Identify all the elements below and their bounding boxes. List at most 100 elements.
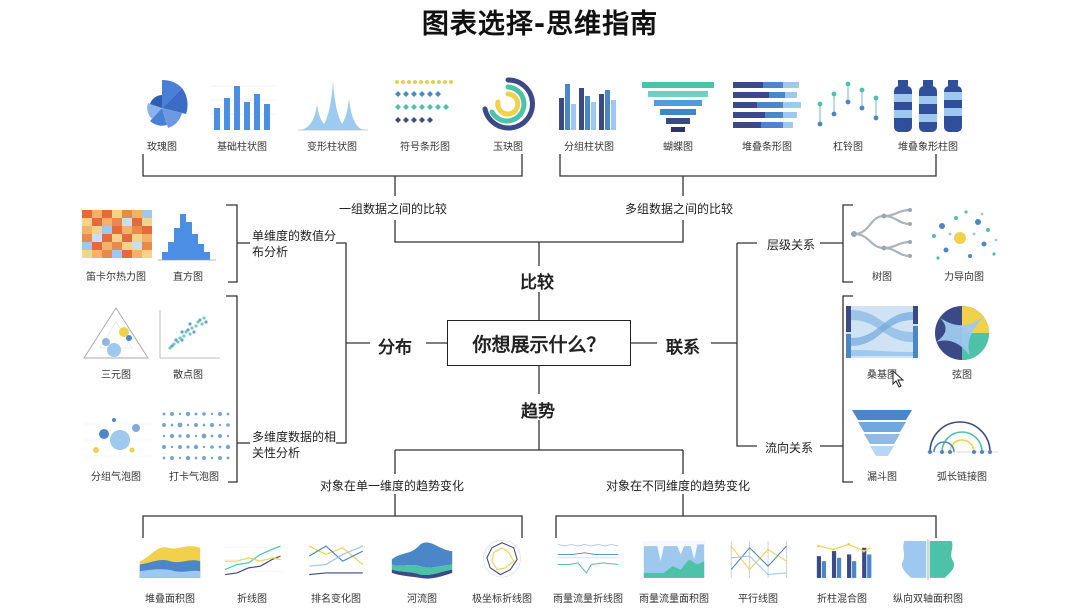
chart-item-parallel: 平行线图 — [716, 536, 800, 605]
chart-item-stack-hbar: 堆叠条形图 — [725, 74, 809, 153]
chart-item-bar-line: 折柱混合图 — [800, 536, 884, 605]
chart-item-symbol-bar: 符号条形图 — [383, 74, 467, 153]
branch-compare: 比较 — [520, 273, 554, 293]
caption-rain-area: 雨量流量面积图 — [639, 594, 709, 605]
tree-chart-icon — [851, 208, 912, 258]
sub-hierarchy: 层级关系 — [767, 238, 816, 252]
stack-area-icon — [139, 546, 201, 578]
chart-item-polar-line: 极坐标折线图 — [460, 536, 544, 605]
caption-parallel: 平行线图 — [738, 594, 778, 605]
chart-item-scatter: 散点图 — [146, 302, 230, 381]
mouse-cursor-icon — [892, 370, 905, 388]
parallel-line-icon — [730, 541, 787, 578]
caption-bar-line: 折柱混合图 — [817, 594, 867, 605]
chart-item-arc: 弧长链接图 — [920, 404, 1004, 483]
bar-chart-icon — [210, 85, 276, 130]
stack-shape-icon — [894, 80, 962, 132]
chart-item-tree: 树图 — [840, 204, 924, 283]
histogram-icon — [158, 214, 216, 261]
chord-chart-icon — [935, 306, 989, 360]
sub-multi-group: 多组数据之间的比较 — [625, 202, 734, 216]
caption-dual-area: 纵向双轴面积图 — [893, 594, 963, 605]
chart-item-histogram: 直方图 — [146, 204, 230, 283]
force-graph-icon — [932, 210, 998, 260]
chart-item-sankey: 桑基图 — [840, 302, 924, 381]
branch-distribution: 分布 — [378, 338, 412, 358]
chart-item-stack-area: 堆叠面积图 — [128, 536, 212, 605]
line-chart-icon — [223, 545, 283, 576]
chart-item-group-bar: 分组柱状图 — [547, 74, 631, 153]
chart-item-rose: 玫瑰图 — [120, 74, 204, 153]
caption-group-bar: 分组柱状图 — [564, 142, 614, 153]
caption-stack-shape: 堆叠象形柱图 — [898, 142, 958, 153]
chart-item-force: 力导向图 — [922, 204, 1006, 283]
chart-item-funnel: 漏斗图 — [840, 404, 924, 483]
caption-group-bubble: 分组气泡图 — [91, 472, 141, 483]
chart-item-ternary: 三元图 — [74, 302, 158, 381]
caption-jade: 玉玦图 — [493, 142, 523, 153]
caption-sankey: 桑基图 — [867, 370, 897, 381]
stack-hbar-icon — [733, 82, 801, 128]
branch-relation: 联系 — [666, 338, 700, 358]
funnel-chart-icon — [852, 410, 912, 456]
caption-symbol-bar: 符号条形图 — [400, 142, 450, 153]
branch-trend: 趋势 — [521, 402, 555, 422]
sankey-chart-icon — [846, 306, 918, 358]
sub-one-group: 一组数据之间的比较 — [339, 202, 448, 216]
chart-item-dual-area: 纵向双轴面积图 — [886, 536, 970, 605]
jade-chart-icon — [482, 77, 535, 131]
rank-chart-icon — [308, 545, 364, 576]
sub-flow: 流向关系 — [765, 441, 814, 455]
sub-single-dim: 单维度的数值分布分析 — [252, 229, 337, 259]
rain-area-icon — [643, 541, 705, 578]
sub-trend-single: 对象在单一维度的趋势变化 — [320, 479, 465, 493]
ternary-chart-icon — [83, 307, 149, 359]
polar-line-icon — [483, 539, 521, 578]
bar-line-combo-icon — [816, 543, 872, 578]
caption-rain-line: 雨量流量折线图 — [553, 594, 623, 605]
chart-item-group-bubble: 分组气泡图 — [74, 404, 158, 483]
punch-bubble-icon — [162, 411, 231, 461]
chart-item-stream: 河流图 — [380, 536, 464, 605]
chart-item-cartesian-heat: 笛卡尔热力图 — [74, 204, 158, 283]
deform-bar-icon — [298, 80, 368, 131]
chart-item-line: 折线图 — [210, 536, 294, 605]
chart-item-punch-bubble: 打卡气泡图 — [152, 404, 236, 483]
group-bar-icon — [559, 84, 616, 130]
caption-histogram: 直方图 — [173, 272, 203, 283]
caption-dumbbell: 杠铃图 — [833, 142, 863, 153]
butterfly-chart-icon — [642, 82, 714, 132]
caption-stack-area: 堆叠面积图 — [145, 594, 195, 605]
caption-polar-line: 极坐标折线图 — [472, 594, 532, 605]
chart-item-basic-bar: 基础柱状图 — [200, 74, 284, 153]
chart-item-rain-area: 雨量流量面积图 — [632, 536, 716, 605]
page-title: 图表选择-思维指南 — [421, 9, 659, 40]
caption-scatter: 散点图 — [173, 370, 203, 381]
caption-stack-hbar: 堆叠条形图 — [742, 142, 792, 153]
caption-line: 折线图 — [237, 594, 267, 605]
caption-cartesian-heat: 笛卡尔热力图 — [86, 272, 146, 283]
sub-trend-multi: 对象在不同维度的趋势变化 — [606, 479, 751, 493]
stream-chart-icon — [391, 542, 453, 579]
caption-basic-bar: 基础柱状图 — [217, 142, 267, 153]
caption-deform-bar: 变形柱状图 — [307, 142, 357, 153]
chart-item-jade: 玉玦图 — [466, 74, 550, 153]
arc-diagram-icon — [926, 421, 998, 454]
chart-item-dumbbell: 杠铃图 — [806, 74, 890, 153]
caption-tree: 树图 — [872, 272, 892, 283]
caption-stream: 河流图 — [407, 594, 437, 605]
rain-line-icon — [557, 543, 619, 574]
chart-item-rain-line: 雨量流量折线图 — [546, 536, 630, 605]
sub-multi-dim: 多维度数据的相关性分析 — [252, 430, 337, 460]
bubble-chart-icon — [84, 418, 152, 457]
scatter-chart-icon — [159, 310, 220, 359]
caption-chord: 弦图 — [952, 370, 972, 381]
chart-item-stack-shape: 堆叠象形柱图 — [886, 74, 970, 153]
chart-item-butterfly: 蝴蝶图 — [636, 74, 720, 153]
dual-axis-area-icon — [901, 539, 955, 580]
caption-funnel: 漏斗图 — [867, 472, 897, 483]
dumbbell-chart-icon — [817, 81, 879, 127]
heatmap-icon — [82, 210, 152, 258]
chart-item-deform-bar: 变形柱状图 — [290, 74, 374, 153]
